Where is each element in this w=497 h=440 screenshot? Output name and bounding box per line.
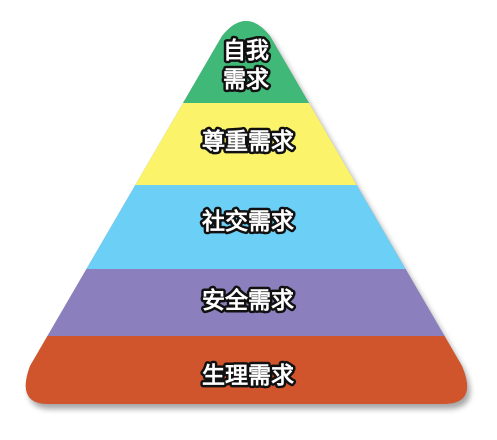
tier-label-esteem: 尊重需求 xyxy=(202,128,294,155)
tier-label-physiological: 生理需求 xyxy=(202,363,294,389)
tier-label-social: 社交需求 xyxy=(202,208,294,235)
tier-safety xyxy=(25,269,468,336)
tier-label-safety: 安全需求 xyxy=(202,287,294,314)
tier-physiological xyxy=(25,336,468,404)
tier-label-self-actualization-line2: 需求 xyxy=(223,67,269,93)
tier-label-self-actualization-line1: 自我 xyxy=(223,37,269,64)
